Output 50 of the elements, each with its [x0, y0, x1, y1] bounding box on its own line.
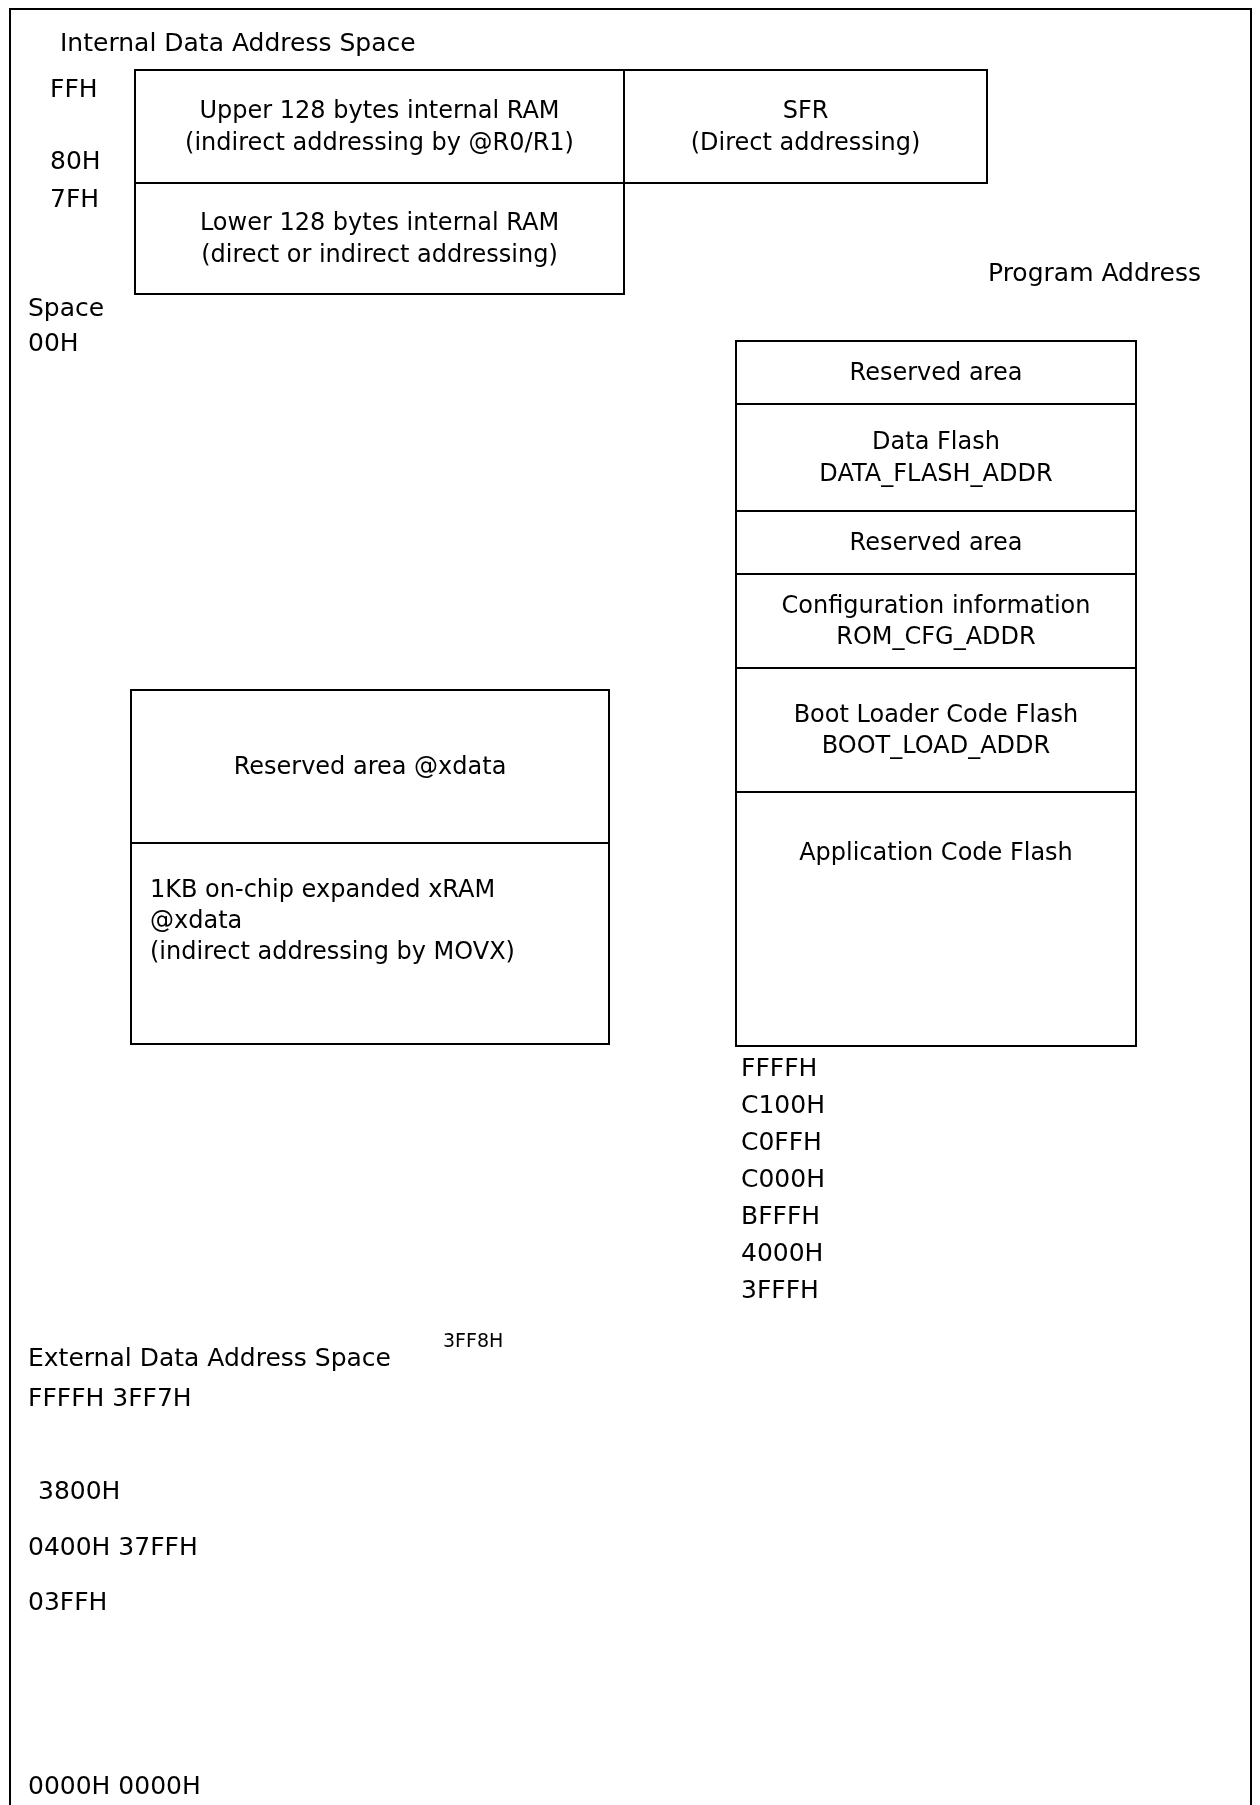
address-label: 0000H 0000H: [28, 1771, 201, 1801]
address-label: C0FFH: [741, 1127, 822, 1157]
address-label: FFFFH: [741, 1053, 818, 1083]
region-name: Data Flash: [872, 426, 1000, 458]
address-label: 4000H: [741, 1238, 824, 1268]
memory-region: [130, 689, 610, 844]
address-label: 80H: [50, 146, 101, 176]
region-detail: (indirect addressing by MOVX): [150, 936, 515, 968]
address-label: External Data Address Space: [28, 1343, 391, 1373]
region-name: Lower 128 bytes internal RAM: [199, 207, 560, 239]
memory-region: [735, 667, 1137, 793]
memory-region: [735, 573, 1137, 669]
memory-region: [735, 791, 1137, 1047]
address-label: Internal Data Address Space: [60, 28, 416, 58]
region-name: Reserved area: [849, 356, 1023, 388]
region-name: Configuration information: [781, 589, 1091, 621]
address-label: C000H: [741, 1164, 825, 1194]
region-detail: (direct or indirect addressing): [201, 238, 558, 270]
region-name: Reserved area: [849, 526, 1023, 558]
address-label: BFFFH: [741, 1201, 821, 1231]
region-name: Application Code Flash: [799, 837, 1073, 868]
region-name: Boot Loader Code Flash: [793, 698, 1079, 730]
address-label: Space: [28, 293, 105, 323]
address-label: Program Address: [988, 258, 1201, 288]
address-label: 03FFH: [28, 1587, 108, 1617]
address-label: 7FH: [50, 184, 100, 214]
region-detail: ROM_CFG_ADDR: [836, 621, 1036, 652]
memory-region: [134, 182, 625, 295]
address-label: 3FF8H: [443, 1329, 504, 1352]
memory-region: [130, 842, 610, 1045]
region-name: SFR: [782, 95, 829, 127]
address-label: C100H: [741, 1090, 825, 1120]
region-name: Reserved area @xdata: [233, 750, 507, 782]
region-detail: DATA_FLASH_ADDR: [819, 457, 1053, 489]
address-label: 0400H 37FFH: [28, 1532, 198, 1562]
region-detail: (indirect addressing by @R0/R1): [185, 126, 574, 158]
region-name: Upper 128 bytes internal RAM: [199, 95, 560, 127]
address-label: FFH: [50, 74, 98, 104]
memory-region: [735, 340, 1137, 405]
region-detail: (Direct addressing): [690, 126, 921, 158]
region-name: 1KB on-chip expanded xRAM @xdata: [150, 874, 497, 937]
region-detail: BOOT_LOAD_ADDR: [821, 730, 1051, 761]
address-label: 3FFFH: [741, 1275, 819, 1305]
address-label: FFFFH 3FF7H: [28, 1383, 192, 1413]
memory-region: [623, 69, 988, 184]
address-label: 00H: [28, 328, 79, 358]
memory-region: [134, 69, 625, 184]
memory-region: [735, 403, 1137, 512]
address-label: 3800H: [38, 1476, 121, 1506]
memory-region: [735, 510, 1137, 575]
